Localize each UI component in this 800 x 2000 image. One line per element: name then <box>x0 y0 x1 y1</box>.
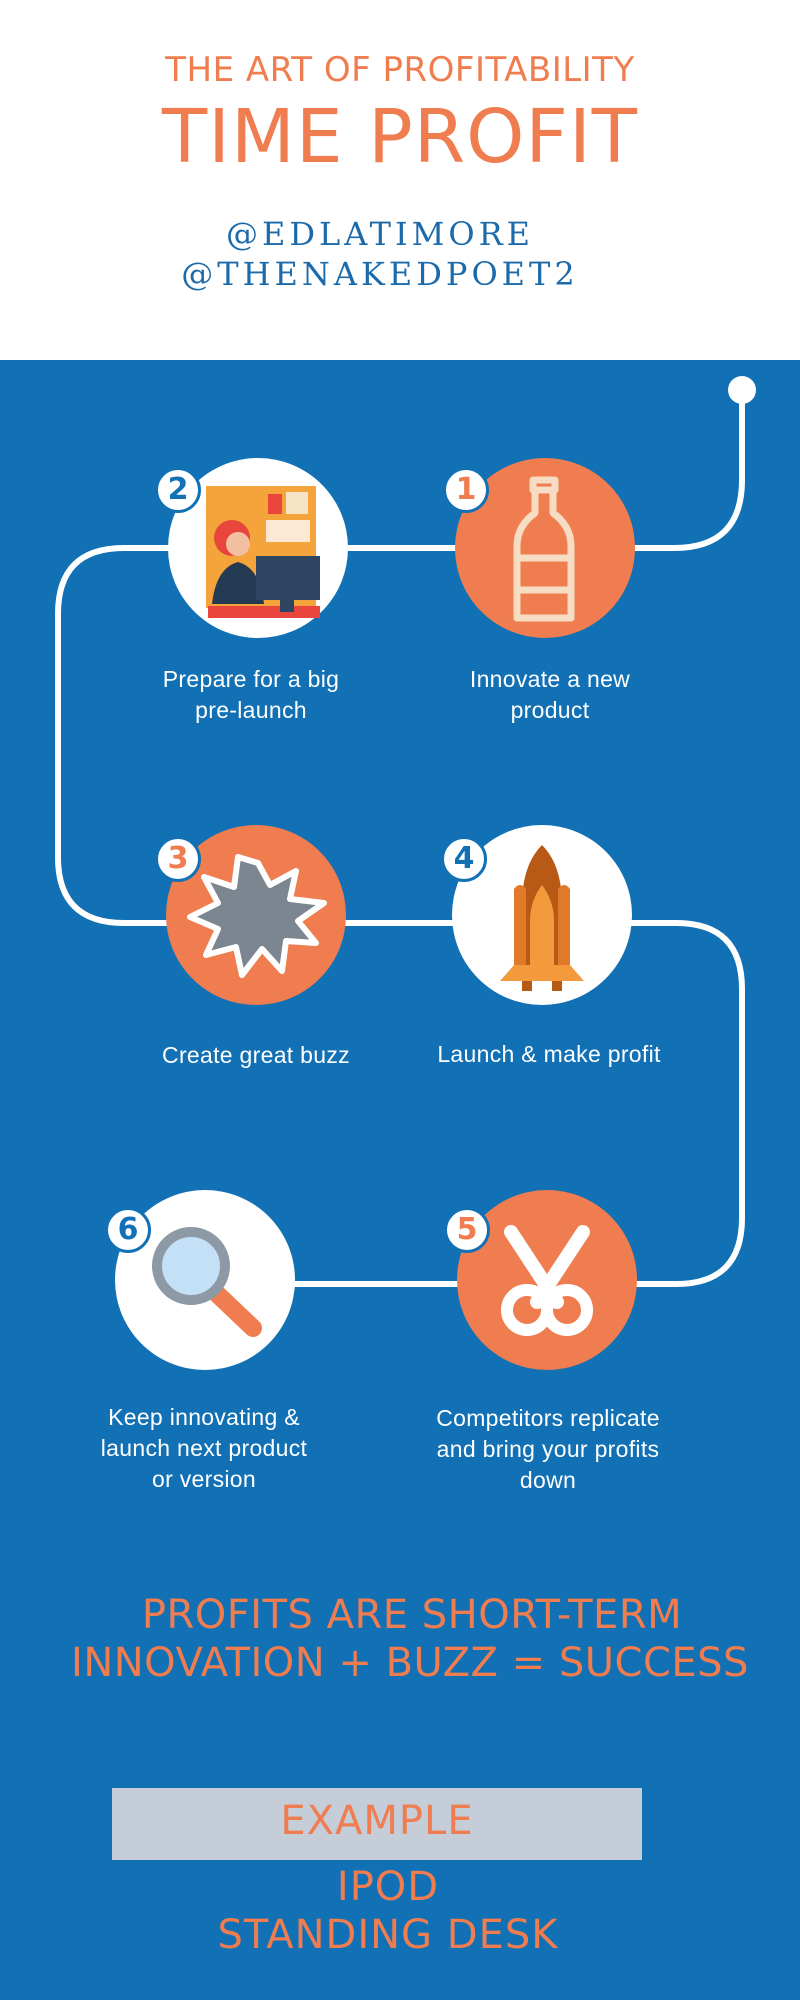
step-3-badge: 3 <box>155 836 201 882</box>
step-4-caption: Launch & make profit <box>437 1041 661 1067</box>
example-item-standing-desk: STANDING DESK <box>217 1912 559 1958</box>
author-handle-1: @EDLATIMORE <box>225 215 535 253</box>
step-1-caption: Innovate a new product <box>469 666 631 723</box>
kicker: THE ART OF PROFITABILITY <box>165 50 635 90</box>
step-2-caption: Prepare for a big pre-launch <box>162 666 340 723</box>
step-5-caption: Competitors replicate and bring your pro… <box>436 1405 660 1493</box>
step-1-badge: 1 <box>443 467 489 513</box>
page-title: TIME PROFIT <box>161 94 639 180</box>
example-item-ipod: IPOD <box>336 1864 440 1910</box>
step-4-badge: 4 <box>441 836 487 882</box>
slogan-line-2: INNOVATION + BUZZ = SUCCESS <box>71 1640 749 1686</box>
header-panel: THE ART OF PROFITABILITY TIME PROFIT @ED… <box>0 0 800 360</box>
scissors-icon <box>501 1225 593 1336</box>
bottle-icon <box>513 476 575 622</box>
step-2-circle <box>168 458 348 638</box>
example-label: EXAMPLE <box>280 1798 474 1844</box>
step-5-circle <box>457 1190 637 1370</box>
step-5-badge: 5 <box>444 1207 490 1253</box>
step-6-caption: Keep innovating & launch next product or… <box>100 1404 308 1492</box>
step-1-circle <box>455 458 635 638</box>
author-handle-2: @THENAKEDPOET2 <box>181 255 579 293</box>
slogan-line-1: PROFITS ARE SHORT-TERM <box>141 1592 683 1638</box>
timeline-start-dot <box>728 376 756 404</box>
example-box: EXAMPLE <box>112 1788 642 1860</box>
magnifier-icon <box>152 1227 262 1337</box>
rocket-icon <box>500 845 584 991</box>
burst-icon <box>187 854 327 978</box>
office-worker-icon <box>206 486 320 618</box>
step-2-badge: 2 <box>155 467 201 513</box>
step-3-caption: Create great buzz <box>162 1042 350 1068</box>
step-4-circle <box>452 825 632 1005</box>
step-6-badge: 6 <box>105 1207 151 1253</box>
